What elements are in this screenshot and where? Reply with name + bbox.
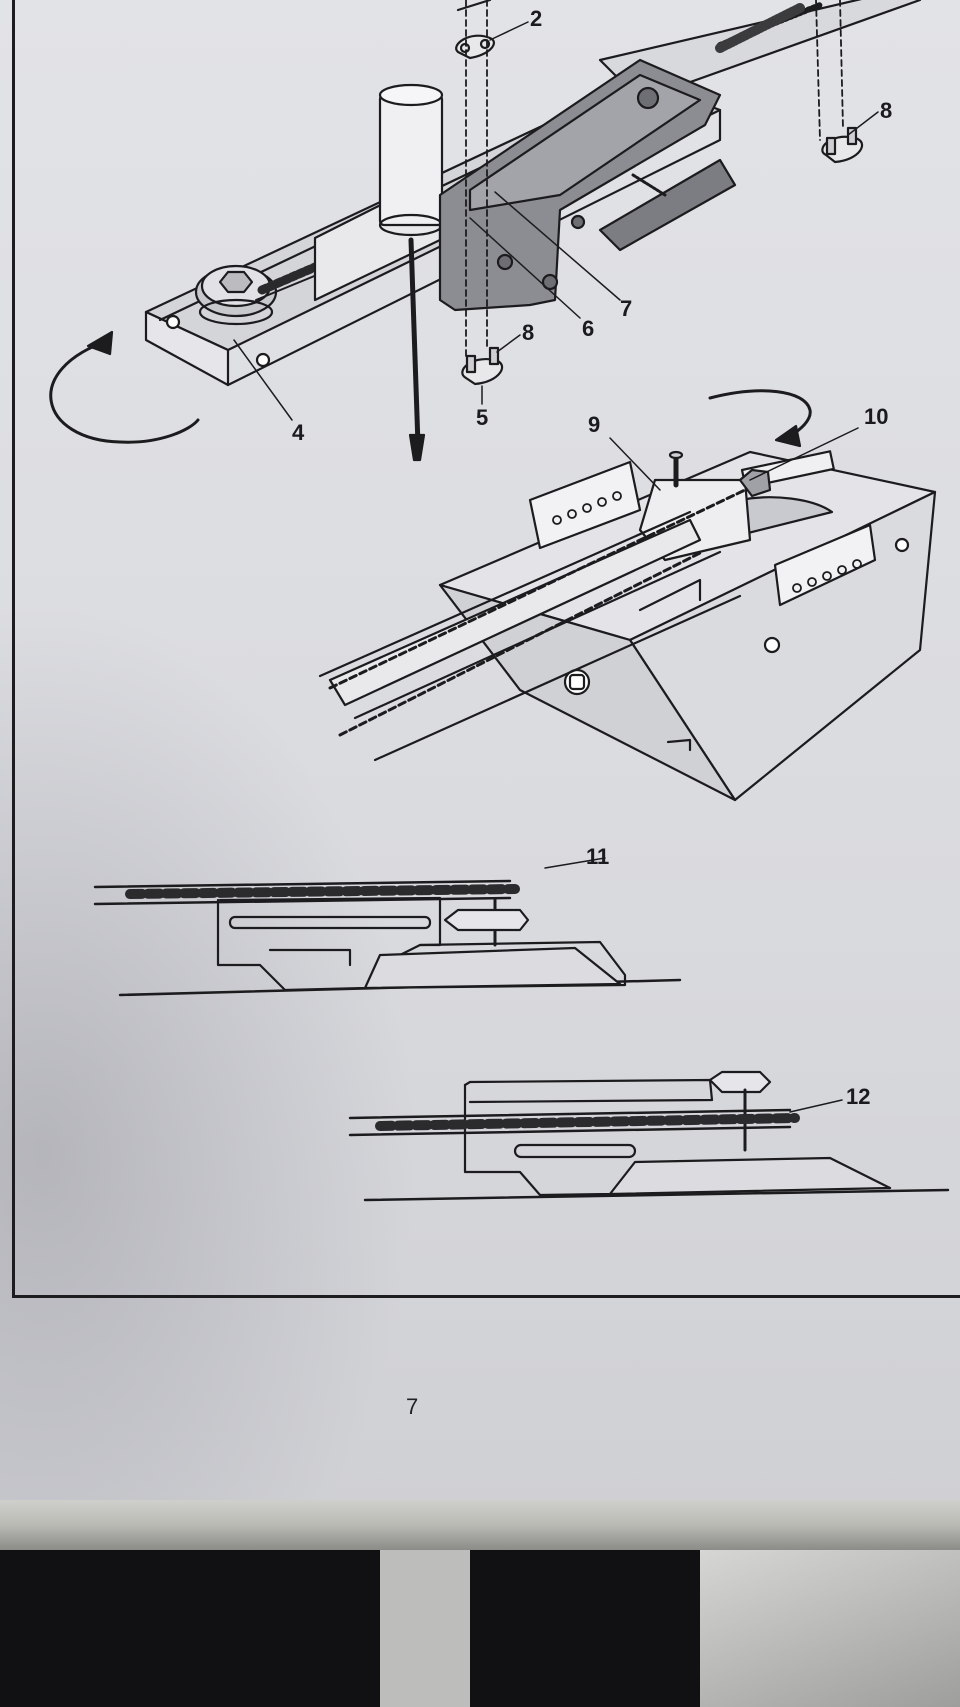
callout-12: 12	[846, 1084, 871, 1109]
page-frame-border	[12, 0, 960, 1298]
background-floor-gap	[380, 1550, 470, 1707]
rail-trolley-figure	[49, 0, 922, 462]
callout-11: 11	[586, 844, 610, 869]
background-floor-right	[700, 1550, 960, 1707]
opener-motor-figure	[318, 389, 937, 802]
page-number: 7	[406, 1394, 419, 1419]
callout-2: 2	[530, 6, 543, 31]
callout-7: 7	[620, 296, 633, 321]
callout-10: 10	[864, 404, 889, 429]
callout-9: 9	[588, 412, 601, 437]
assembly-illustrations	[49, 0, 950, 1202]
callout-5: 5	[476, 405, 489, 430]
callout-8-right: 8	[880, 98, 893, 123]
callout-6: 6	[582, 316, 595, 341]
page-shadow	[0, 600, 420, 1520]
callout-4: 4	[292, 420, 305, 445]
manual-page: 2 8 7 6 8 5 4 9 10 11 12 7	[0, 0, 960, 1520]
chain-alignment-figure-12	[348, 1070, 950, 1202]
binder-edge	[0, 1500, 960, 1550]
callout-8-left: 8	[522, 320, 535, 345]
chain-alignment-figure-11	[93, 857, 682, 997]
